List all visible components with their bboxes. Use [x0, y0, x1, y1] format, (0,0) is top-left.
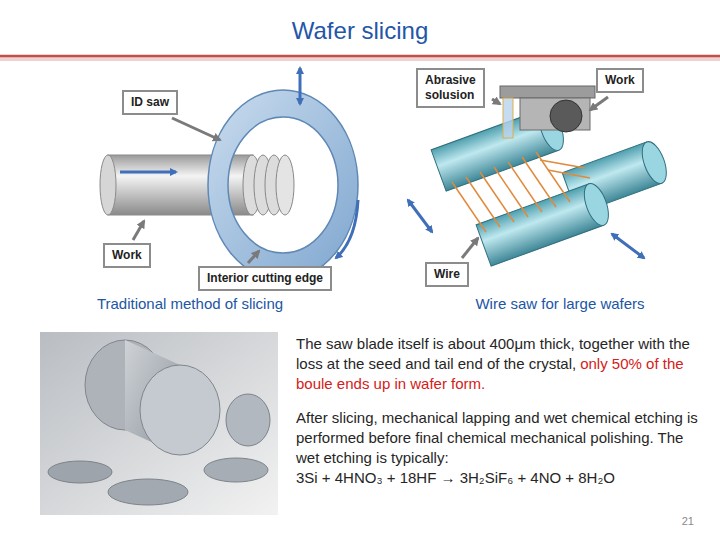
leader-line: [590, 97, 608, 110]
slurry-housing: [500, 86, 595, 98]
body-paragraph: The saw blade itself is about 400μm thic…: [296, 334, 704, 394]
callout-label: ID saw: [131, 95, 169, 110]
wire: [522, 157, 556, 207]
figure-caption: Traditional method of slicing: [50, 294, 330, 313]
callout-label: Work: [605, 73, 635, 88]
wafer: [48, 461, 112, 483]
feed-arrow: [120, 171, 176, 174]
rotation-arrow: [336, 200, 358, 258]
callout-box: ID saw: [122, 90, 178, 115]
callout-label: Interior cutting edge: [207, 271, 323, 286]
saw-wires: [452, 152, 590, 232]
slide-number: 21: [640, 514, 694, 528]
abrasive-nozzle: [503, 98, 513, 138]
wire: [494, 167, 528, 217]
id-saw-ring: [208, 90, 358, 280]
callout-box: Work: [596, 68, 644, 93]
leader-line: [248, 251, 259, 263]
callout-box: Interior cutting edge: [198, 266, 332, 291]
wire: [508, 162, 542, 212]
leader-line: [492, 99, 500, 104]
callout-label: Work: [112, 248, 142, 263]
wire: [480, 172, 514, 222]
title-rule: [0, 55, 720, 58]
boule-face: [140, 365, 220, 455]
motion-arrow: [612, 234, 644, 258]
callout-label: Abrasive solusion: [425, 73, 476, 103]
roller-end: [579, 180, 613, 228]
wire: [548, 170, 590, 178]
slide-title: Wafer slicing: [0, 16, 720, 46]
callout-box: Work: [103, 243, 151, 268]
wafer: [276, 155, 294, 215]
wire: [452, 182, 486, 232]
wafer: [204, 458, 268, 482]
figure-caption: Wire saw for large wafers: [430, 294, 690, 313]
photo-ground: [40, 332, 278, 515]
cylinder-end: [100, 155, 116, 215]
wire: [466, 177, 500, 227]
leader-line: [133, 221, 144, 240]
title-rule-shadow: [0, 57, 720, 61]
leader-line: [172, 118, 220, 140]
wafer: [108, 479, 188, 505]
wafer: [226, 394, 270, 446]
leader-line: [462, 238, 478, 258]
callout-box: Wire: [425, 262, 469, 287]
body-text: After slicing, mechanical lapping and we…: [296, 408, 704, 468]
chemical-equation: 3Si + 4HNO₃ + 18HF → 3H₂SiF₆ + 4NO + 8H₂…: [296, 468, 704, 488]
wire: [540, 160, 585, 168]
motion-arrow: [299, 68, 302, 104]
callout-label: Wire: [434, 267, 460, 282]
callout-box: Abrasive solusion: [416, 68, 485, 108]
work-ingot: [550, 100, 582, 132]
motion-arrow: [408, 200, 432, 232]
roller-end: [637, 139, 671, 187]
body-paragraph: After slicing, mechanical lapping and we…: [296, 408, 704, 488]
